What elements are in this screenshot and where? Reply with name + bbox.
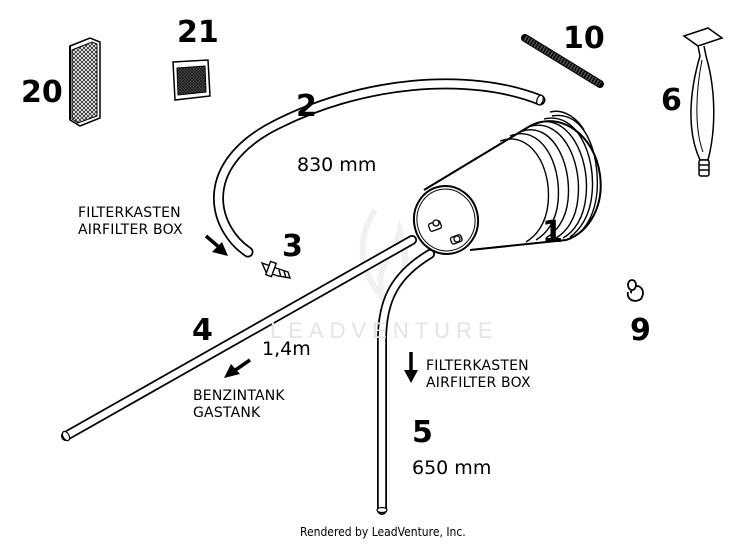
part-2-hose[interactable] [213,78,546,258]
part-6-bracket[interactable] [682,27,724,177]
callout-10: 10 [563,21,605,56]
note-hose-2-destination: FILTERKASTEN AIRFILTER BOX [78,205,183,239]
callout-2: 2 [296,89,317,124]
arrow-hose5-dest-icon [404,352,418,383]
arrow-hose4-dest-icon [224,358,251,378]
callout-5: 5 [412,415,433,450]
callout-21: 21 [177,15,219,50]
part-10-threaded-rod[interactable] [521,34,604,88]
footer-credit: Rendered by LeadVenture, Inc. [300,525,466,539]
dimension-hose-4: 1,4m [262,338,311,360]
watermark-text: LEADVENTURE [270,318,499,343]
part-5-hose[interactable] [376,249,435,515]
callout-4: 4 [192,313,213,348]
part-4-hose[interactable] [61,235,417,442]
part-21-filter[interactable] [172,59,211,101]
callout-1: 1 [542,215,563,250]
note-hose-4-line-2: GASTANK [193,405,261,421]
note-hose-5-line-1: FILTERKASTEN [426,358,529,374]
callout-3: 3 [282,229,303,264]
callout-6: 6 [661,83,682,118]
arrow-hose2-dest-icon [204,234,228,256]
dimension-hose-5: 650 mm [412,457,492,479]
part-1-canister[interactable] [409,110,602,259]
callout-9: 9 [630,313,651,348]
part-9-clip[interactable] [626,279,644,302]
callout-20: 20 [21,75,63,110]
note-hose-5-line-2: AIRFILTER BOX [426,375,531,391]
part-20-filter[interactable] [69,37,101,127]
note-hose-2-line-1: FILTERKASTEN [78,205,181,221]
part-3-fitting[interactable] [260,260,292,279]
note-hose-5-destination: FILTERKASTEN AIRFILTER BOX [426,358,531,392]
note-hose-2-line-2: AIRFILTER BOX [78,222,183,238]
note-hose-4-destination: BENZINTANK GASTANK [193,388,285,422]
dimension-hose-2: 830 mm [297,154,377,176]
note-hose-4-line-1: BENZINTANK [193,388,285,404]
